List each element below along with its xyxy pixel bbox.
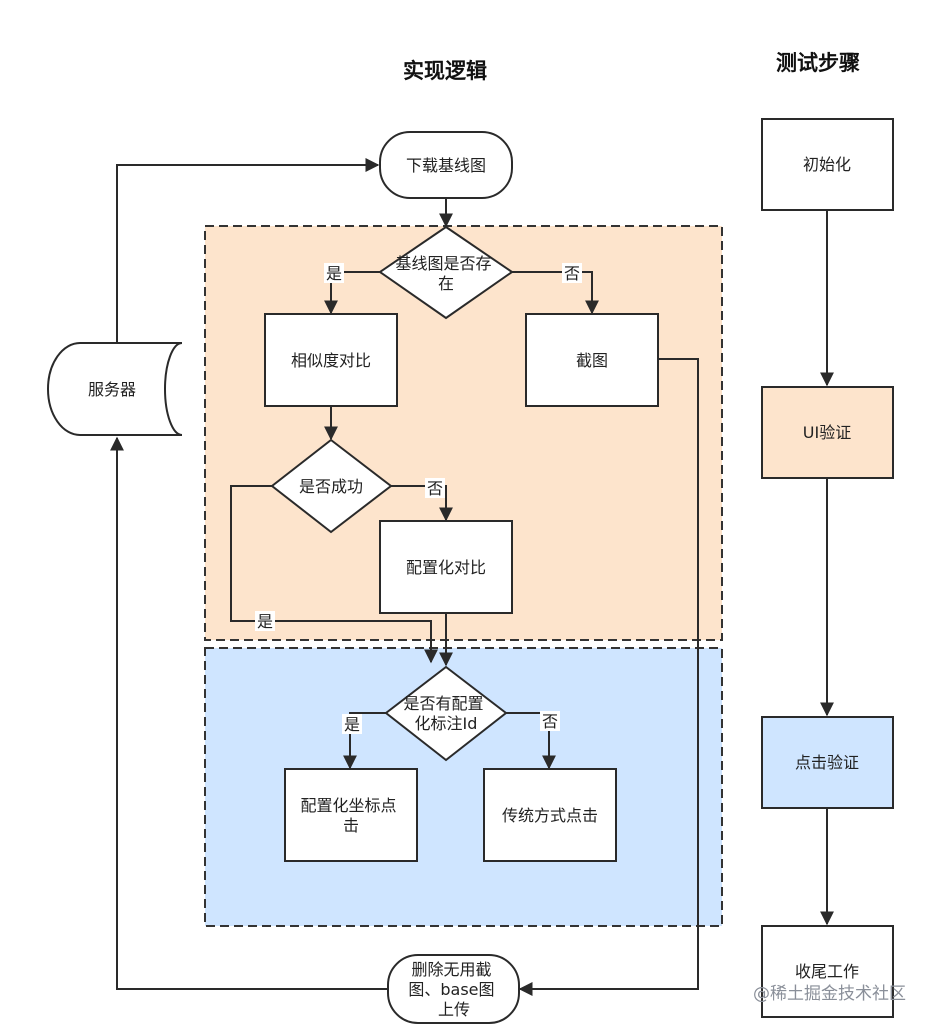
edge-labels: 是 否 否 是 是 否 [255, 263, 582, 734]
svg-text:相似度对比: 相似度对比 [291, 351, 371, 370]
decision-baseline-line-1: 基线图是否存 [395, 254, 491, 273]
node-server-line-1: 服务器 [88, 380, 136, 399]
step-ui-verify-label: UI验证 [803, 423, 851, 442]
label-config-no: 否 [542, 712, 558, 731]
header-logic: 实现逻辑 [403, 59, 487, 83]
step-ui-verify: UI验证 [761, 386, 894, 479]
edge-success-no [391, 485, 453, 522]
node-similarity-line-1: 相似度对比 [291, 351, 371, 370]
node-similarity-compare: 相似度对比 [264, 313, 398, 407]
svg-text:删除无用截 图、base图 上传: 删除无用截 图、base图 上传 [408, 960, 499, 1019]
node-config-compare-line-1: 配置化对比 [406, 558, 486, 577]
node-screenshot-line-1: 截图 [576, 351, 608, 370]
svg-text:配置化坐标点 击: 配置化坐标点 击 [300, 796, 401, 835]
label-config-yes: 是 [344, 715, 360, 734]
edge-config-yes [343, 712, 386, 770]
node-download-line-1: 下载基线图 [406, 156, 486, 175]
decision-config-id-line-2: 化标注Id [415, 714, 478, 733]
label-success-no: 否 [427, 479, 443, 498]
svg-text:是否有配置 化标注Id: 是否有配置 化标注Id [403, 694, 488, 733]
decision-has-config-id: 是否有配置 化标注Id [384, 665, 508, 762]
svg-text:截图: 截图 [576, 351, 608, 370]
step-finish-label: 收尾工作 [795, 962, 859, 981]
edge-success-yes [230, 485, 438, 664]
step-finish: 收尾工作 [761, 925, 894, 1018]
node-cleanup-line-2: 图、base图 [408, 980, 494, 999]
svg-text:传统方式点击: 传统方式点击 [502, 806, 598, 825]
label-exists-yes: 是 [326, 264, 342, 283]
connectors [110, 158, 834, 996]
decision-success: 是否成功 [270, 438, 393, 534]
node-cleanup-upload: 删除无用截 图、base图 上传 [387, 954, 520, 1024]
decision-config-id-line-1: 是否有配置 [403, 694, 483, 713]
decision-success-line-1: 是否成功 [299, 477, 363, 496]
node-cleanup-line-1: 删除无用截 [411, 960, 491, 979]
node-config-compare: 配置化对比 [379, 520, 513, 614]
step-click-verify: 点击验证 [761, 716, 894, 809]
svg-text:下载基线图: 下载基线图 [406, 156, 486, 175]
node-download-baseline: 下载基线图 [379, 131, 513, 199]
edge-screenshot-to-cleanup [518, 358, 699, 996]
label-success-yes: 是 [257, 612, 273, 631]
svg-text:配置化对比: 配置化对比 [406, 558, 486, 577]
node-config-click: 配置化坐标点 击 [284, 768, 418, 862]
svg-text:基线图是否存 在: 基线图是否存 在 [395, 254, 496, 293]
step-init-label: 初始化 [803, 155, 851, 174]
header-steps: 测试步骤 [776, 51, 860, 75]
node-cleanup-line-3: 上传 [438, 1000, 470, 1019]
label-exists-no: 否 [564, 264, 580, 283]
watermark: @稀土掘金技术社区 [753, 984, 906, 1004]
step-click-verify-label: 点击验证 [795, 753, 859, 772]
node-config-click-line-1: 配置化坐标点 [300, 796, 396, 815]
edge-server-to-download [116, 158, 380, 342]
edge-cleanup-to-server [110, 436, 387, 990]
edge-exists-no [512, 271, 599, 315]
svg-text:服务器: 服务器 [88, 380, 136, 399]
node-server: 服务器 [47, 342, 183, 436]
decision-baseline-line-2: 在 [438, 274, 454, 293]
step-init: 初始化 [761, 118, 894, 211]
decision-baseline-exists: 基线图是否存 在 [378, 225, 514, 320]
node-traditional-click-line-1: 传统方式点击 [502, 806, 598, 825]
node-traditional-click: 传统方式点击 [483, 768, 617, 862]
svg-text:是否成功: 是否成功 [299, 477, 363, 496]
node-config-click-line-2: 击 [343, 816, 359, 835]
node-screenshot: 截图 [525, 313, 659, 407]
